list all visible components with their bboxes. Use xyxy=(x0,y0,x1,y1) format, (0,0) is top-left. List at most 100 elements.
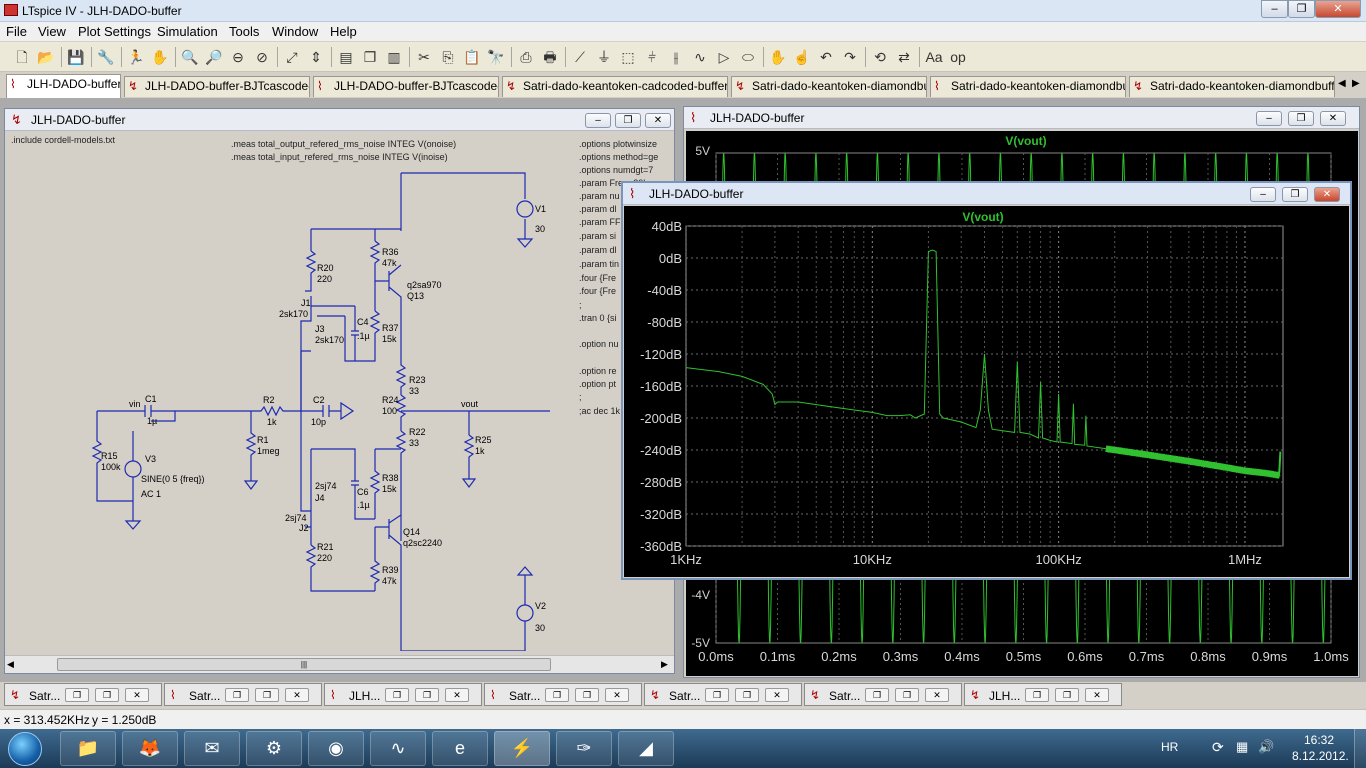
j2-model[interactable]: 2sj74 xyxy=(285,513,307,523)
minimized-close-button[interactable]: ✕ xyxy=(925,688,949,702)
r21-label[interactable]: R21 xyxy=(317,542,334,552)
tab-jlh-dado-buffer-bjtcascode-b[interactable]: ↯JLH-DADO-buffer-BJTcascode-b xyxy=(124,76,310,97)
menu-help[interactable]: Help xyxy=(330,24,357,39)
minimized-close-button[interactable]: ✕ xyxy=(125,688,149,702)
c2-label[interactable]: C2 xyxy=(313,395,325,405)
c4-label[interactable]: C4 xyxy=(357,317,369,327)
minimized-window[interactable]: ↯JLH...❐❐✕ xyxy=(964,683,1122,706)
j3-model[interactable]: 2sk170 xyxy=(315,335,344,345)
tile-horizontal-icon[interactable]: ▤ xyxy=(339,49,353,65)
j3-label[interactable]: J3 xyxy=(315,324,325,334)
minimized-restore-button[interactable]: ❐ xyxy=(865,688,889,702)
v3-value[interactable]: SINE(0 5 {freq}) xyxy=(141,474,205,484)
q13-model[interactable]: q2sa970 xyxy=(407,280,442,290)
minimized-maximize-button[interactable]: ❐ xyxy=(1055,688,1079,702)
ltspice-icon[interactable]: ⚙ xyxy=(246,731,302,766)
time-plot-minimize-button[interactable]: – xyxy=(1256,111,1282,126)
zoom-in-icon[interactable]: 🔍 xyxy=(181,49,199,65)
minimized-window[interactable]: ⌇Satr...❐❐✕ xyxy=(484,683,642,706)
schematic-window[interactable]: ↯ JLH-DADO-buffer – ❐ ✕ xyxy=(4,108,675,674)
ground-icon[interactable]: ⏚ xyxy=(597,49,611,65)
menu-tools[interactable]: Tools xyxy=(229,24,260,39)
minimized-maximize-button[interactable]: ❐ xyxy=(575,688,599,702)
rotate-icon[interactable]: ⟲ xyxy=(874,49,886,65)
minimized-window[interactable]: ↯Satr...❐❐✕ xyxy=(644,683,802,706)
find-icon[interactable]: 🔭 xyxy=(487,49,505,65)
j1-label[interactable]: J1 xyxy=(301,298,311,308)
r21-value[interactable]: 220 xyxy=(317,553,332,563)
tab-jlh-dado-buffer[interactable]: ⌇JLH-DADO-buffer xyxy=(6,74,121,98)
schematic-scroll-thumb[interactable]: ||| xyxy=(57,658,551,671)
minimized-restore-button[interactable]: ❐ xyxy=(225,688,249,702)
tab-scroll-left-button[interactable]: ◀ xyxy=(1338,78,1346,89)
schematic-minimize-button[interactable]: – xyxy=(585,113,611,128)
paste-icon[interactable]: 📋 xyxy=(463,49,481,65)
menu-plot-settings[interactable]: Plot Settings xyxy=(78,24,151,39)
control-panel-icon[interactable]: 🔧 xyxy=(97,49,115,65)
r2-value[interactable]: 1k xyxy=(267,417,277,427)
zoom-out-icon[interactable]: 🔎 xyxy=(205,49,223,65)
schematic-window-titlebar[interactable]: ↯ JLH-DADO-buffer – ❐ ✕ xyxy=(5,109,674,131)
r2-label[interactable]: R2 xyxy=(263,395,275,405)
redo-icon[interactable]: ↷ xyxy=(844,49,856,65)
ltspice-active-icon[interactable]: ⚡ xyxy=(494,731,550,766)
meas-input[interactable]: .meas total_input_refered_rms_noise INTE… xyxy=(231,152,448,162)
zoom-fit-icon[interactable]: ⊖ xyxy=(232,49,244,65)
move-icon[interactable]: ✋ xyxy=(769,49,787,65)
net-vin[interactable]: vin xyxy=(129,399,141,409)
undo-icon[interactable]: ↶ xyxy=(820,49,832,65)
save-icon[interactable]: 💾 xyxy=(67,49,85,65)
v2-value[interactable]: 30 xyxy=(535,623,545,633)
drag-icon[interactable]: ☝ xyxy=(793,49,811,65)
fft-minimize-button[interactable]: – xyxy=(1250,187,1276,202)
r22-value[interactable]: 33 xyxy=(409,438,419,448)
show-desktop-button[interactable] xyxy=(1354,729,1366,768)
spice-directive-icon[interactable]: op xyxy=(950,49,966,65)
app-close-button[interactable]: ✕ xyxy=(1315,0,1361,18)
clock-time[interactable]: 16:32 xyxy=(1304,733,1335,747)
q14-model[interactable]: q2sc2240 xyxy=(403,538,442,548)
minimized-restore-button[interactable]: ❐ xyxy=(705,688,729,702)
menu-simulation[interactable]: Simulation xyxy=(157,24,218,39)
app-minimize-button[interactable]: – xyxy=(1261,0,1288,18)
v3-label[interactable]: V3 xyxy=(145,454,156,464)
minimized-window[interactable]: ⌇JLH...❐❐✕ xyxy=(324,683,482,706)
start-button[interactable] xyxy=(8,732,42,766)
fft-plot-canvas[interactable]: V(vout) 40dB0dB-40dB-80dB-120dB-160dB-20… xyxy=(624,206,1349,577)
minimized-restore-button[interactable]: ❐ xyxy=(1025,688,1049,702)
minimized-restore-button[interactable]: ❐ xyxy=(65,688,89,702)
diode-icon[interactable]: ▷ xyxy=(718,49,730,65)
mirror-icon[interactable]: ⇄ xyxy=(898,49,910,65)
capacitor-icon[interactable]: ⫲ xyxy=(673,49,679,65)
r24-label[interactable]: R24 xyxy=(382,395,399,405)
resistor-icon[interactable]: ⫩ xyxy=(647,49,657,65)
r20-value[interactable]: 220 xyxy=(317,274,332,284)
r1-value[interactable]: 1meg xyxy=(257,446,280,456)
directive-block[interactable]: .options plotwinsize .options method=ge … xyxy=(579,139,658,416)
r15-label[interactable]: R15 xyxy=(101,451,118,461)
mail-icon[interactable]: ✉ xyxy=(184,731,240,766)
c6-label[interactable]: C6 xyxy=(357,487,369,497)
file-explorer-icon[interactable]: 📁 xyxy=(60,731,116,766)
cut-icon[interactable]: ✂ xyxy=(418,49,430,65)
copy-icon[interactable]: ⎘ xyxy=(442,49,454,65)
minimized-window[interactable]: ↯Satr...❐❐✕ xyxy=(804,683,962,706)
minimized-restore-button[interactable]: ❐ xyxy=(385,688,409,702)
minimized-window[interactable]: ⌇Satr...❐❐✕ xyxy=(164,683,322,706)
r37-label[interactable]: R37 xyxy=(382,323,399,333)
r23-label[interactable]: R23 xyxy=(409,375,426,385)
autorange-icon[interactable]: ⤢ xyxy=(286,49,298,65)
scope-icon[interactable]: ∿ xyxy=(370,731,426,766)
label-icon[interactable]: ⬚ xyxy=(621,49,635,65)
r36-value[interactable]: 47k xyxy=(382,258,397,268)
minimized-window[interactable]: ↯Satr...❐❐✕ xyxy=(4,683,162,706)
c1-label[interactable]: C1 xyxy=(145,394,157,404)
r22-label[interactable]: R22 xyxy=(409,427,426,437)
schematic-close-button[interactable]: ✕ xyxy=(645,113,671,128)
firefox-icon[interactable]: 🦊 xyxy=(122,731,178,766)
schematic-canvas[interactable]: .include cordell-models.txt .meas total_… xyxy=(5,131,674,651)
minimized-close-button[interactable]: ✕ xyxy=(1085,688,1109,702)
time-plot-close-button[interactable]: ✕ xyxy=(1320,111,1346,126)
tile-vertical-icon[interactable]: ▥ xyxy=(387,49,401,65)
